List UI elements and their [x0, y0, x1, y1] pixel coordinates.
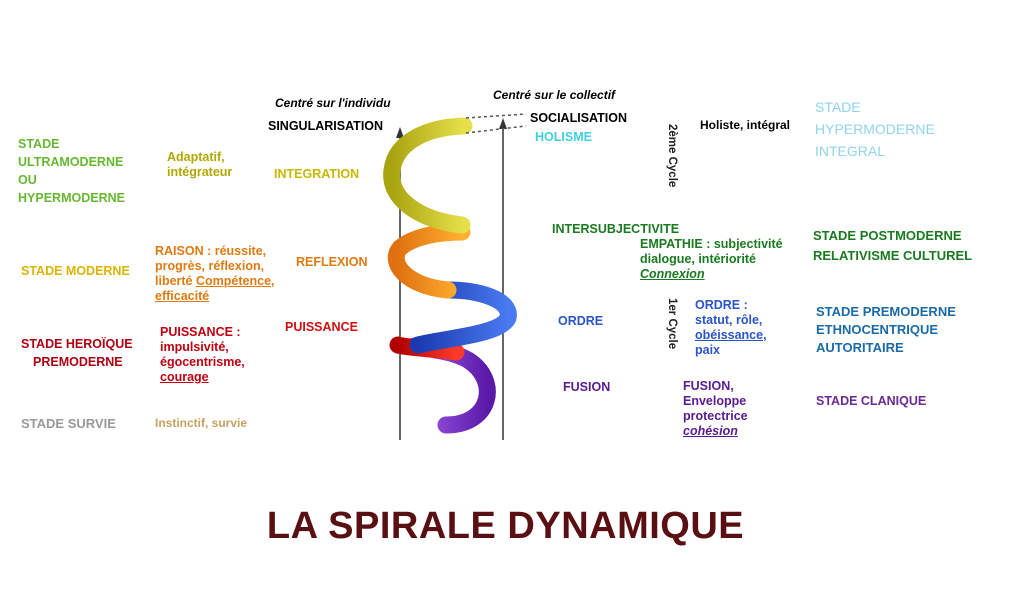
label-reflexion: REFLEXION: [296, 255, 368, 269]
stage-ultramoderne-line: ULTRAMODERNE: [18, 155, 124, 169]
stage-hypermoderne: STADE HYPERMODERNE INTEGRAL: [815, 96, 935, 162]
desc-puissance-line: égocentrisme,: [160, 355, 245, 369]
label-intersubjectivite: INTERSUBJECTIVITE: [552, 222, 680, 236]
desc-puissance-line: PUISSANCE :: [160, 325, 241, 339]
spiral-yellow-segment: [383, 117, 473, 234]
stage-postmoderne: STADE POSTMODERNE RELATIVISME CULTUREL: [813, 226, 972, 266]
desc-puissance-courage: courage: [160, 370, 209, 384]
desc-raison-line: progrès, réflexion,: [155, 259, 265, 273]
desc-ordre-line: ORDRE :: [695, 298, 748, 312]
page-title: LA SPIRALE DYNAMIQUE: [266, 505, 745, 547]
stage-ultramoderne: STADE ULTRAMODERNE OU HYPERMODERNE: [18, 135, 125, 207]
socialisation-label: SOCIALISATION: [530, 111, 627, 125]
stage-postmoderne-line: RELATIVISME CULTUREL: [813, 248, 973, 263]
label-ordre: ORDRE: [558, 314, 604, 328]
stage-hypermoderne-line: INTEGRAL: [815, 143, 886, 159]
desc-fusion-line: Enveloppe: [683, 394, 747, 408]
desc-empathie-line: EMPATHIE : subjectivité: [640, 237, 783, 251]
label-puissance: PUISSANCE: [285, 320, 358, 334]
stage-premoderne: STADE PREMODERNE ETHNOCENTRIQUE AUTORITA…: [816, 303, 956, 357]
desc-adaptatif-line: intégrateur: [167, 165, 233, 179]
stage-ultramoderne-line: STADE: [18, 137, 60, 151]
label-integration: INTEGRATION: [274, 167, 360, 181]
stage-hypermoderne-line: STADE: [815, 99, 861, 115]
stage-ultramoderne-line: OU: [18, 173, 37, 187]
stage-premoderne-line: STADE PREMODERNE: [816, 304, 956, 319]
singularisation-label: SINGULARISATION: [268, 119, 384, 133]
stage-hypermoderne-line: HYPERMODERNE: [815, 121, 935, 137]
first-cycle-label: 1er Cycle: [666, 298, 678, 350]
desc-ordre-obeissance: obéissance,: [695, 328, 767, 342]
spiral-dashes: [465, 113, 527, 134]
stage-ultramoderne-line: HYPERMODERNE: [18, 191, 125, 205]
stage-moderne: STADE MODERNE: [21, 264, 130, 278]
desc-instinctif: Instinctif, survie: [155, 416, 248, 430]
stage-heroique: STADE HEROÏQUE PREMODERNE: [21, 335, 133, 371]
holisme-label: HOLISME: [535, 130, 592, 144]
stage-survie: STADE SURVIE: [21, 416, 116, 431]
label-fusion: FUSION: [563, 380, 611, 394]
second-cycle-label: 2ème Cycle: [666, 124, 678, 188]
desc-fusion: FUSION, Enveloppe protectrice cohésion: [683, 379, 748, 439]
desc-puissance: PUISSANCE : impulsivité, égocentrisme, c…: [160, 325, 245, 385]
desc-fusion-line: protectrice: [683, 409, 748, 423]
spiral-blue-segment: [409, 281, 517, 354]
stage-heroique-line: STADE HEROÏQUE: [21, 337, 133, 351]
desc-fusion-cohesion: cohésion: [683, 424, 738, 438]
centre-individu-label: Centré sur l'individu: [275, 96, 391, 110]
desc-raison-efficacite: efficacité: [155, 289, 210, 303]
desc-raison: RAISON : réussite, progrès, réflexion, l…: [155, 244, 275, 304]
desc-empathie: EMPATHIE : subjectivité dialogue, intéri…: [640, 237, 783, 282]
desc-ordre-line: statut, rôle,: [695, 313, 763, 327]
desc-adaptatif: Adaptatif, intégrateur: [167, 150, 232, 180]
desc-empathie-line: dialogue, intériorité: [640, 252, 756, 266]
stage-premoderne-line: ETHNOCENTRIQUE: [816, 322, 939, 337]
centre-collectif-label: Centré sur le collectif: [493, 88, 616, 102]
spiral-orange-segment: [387, 223, 471, 299]
desc-holiste: Holiste, intégral: [700, 118, 791, 132]
desc-fusion-line: FUSION,: [683, 379, 734, 393]
stage-premoderne-line: AUTORITAIRE: [816, 340, 904, 355]
desc-raison-line: RAISON : réussite,: [155, 244, 267, 258]
desc-raison-line: liberté: [155, 274, 196, 288]
stage-postmoderne-line: STADE POSTMODERNE: [813, 228, 962, 243]
desc-raison-competence: Compétence,: [196, 274, 275, 288]
desc-empathie-connexion: Connexion: [640, 267, 705, 281]
desc-adaptatif-line: Adaptatif,: [167, 150, 225, 164]
desc-puissance-line: impulsivité,: [160, 340, 229, 354]
desc-ordre-line: paix: [695, 343, 721, 357]
stage-heroique-line: PREMODERNE: [33, 355, 123, 369]
stage-clanique: STADE CLANIQUE: [816, 394, 927, 408]
desc-ordre: ORDRE : statut, rôle, obéissance, paix: [695, 298, 767, 358]
